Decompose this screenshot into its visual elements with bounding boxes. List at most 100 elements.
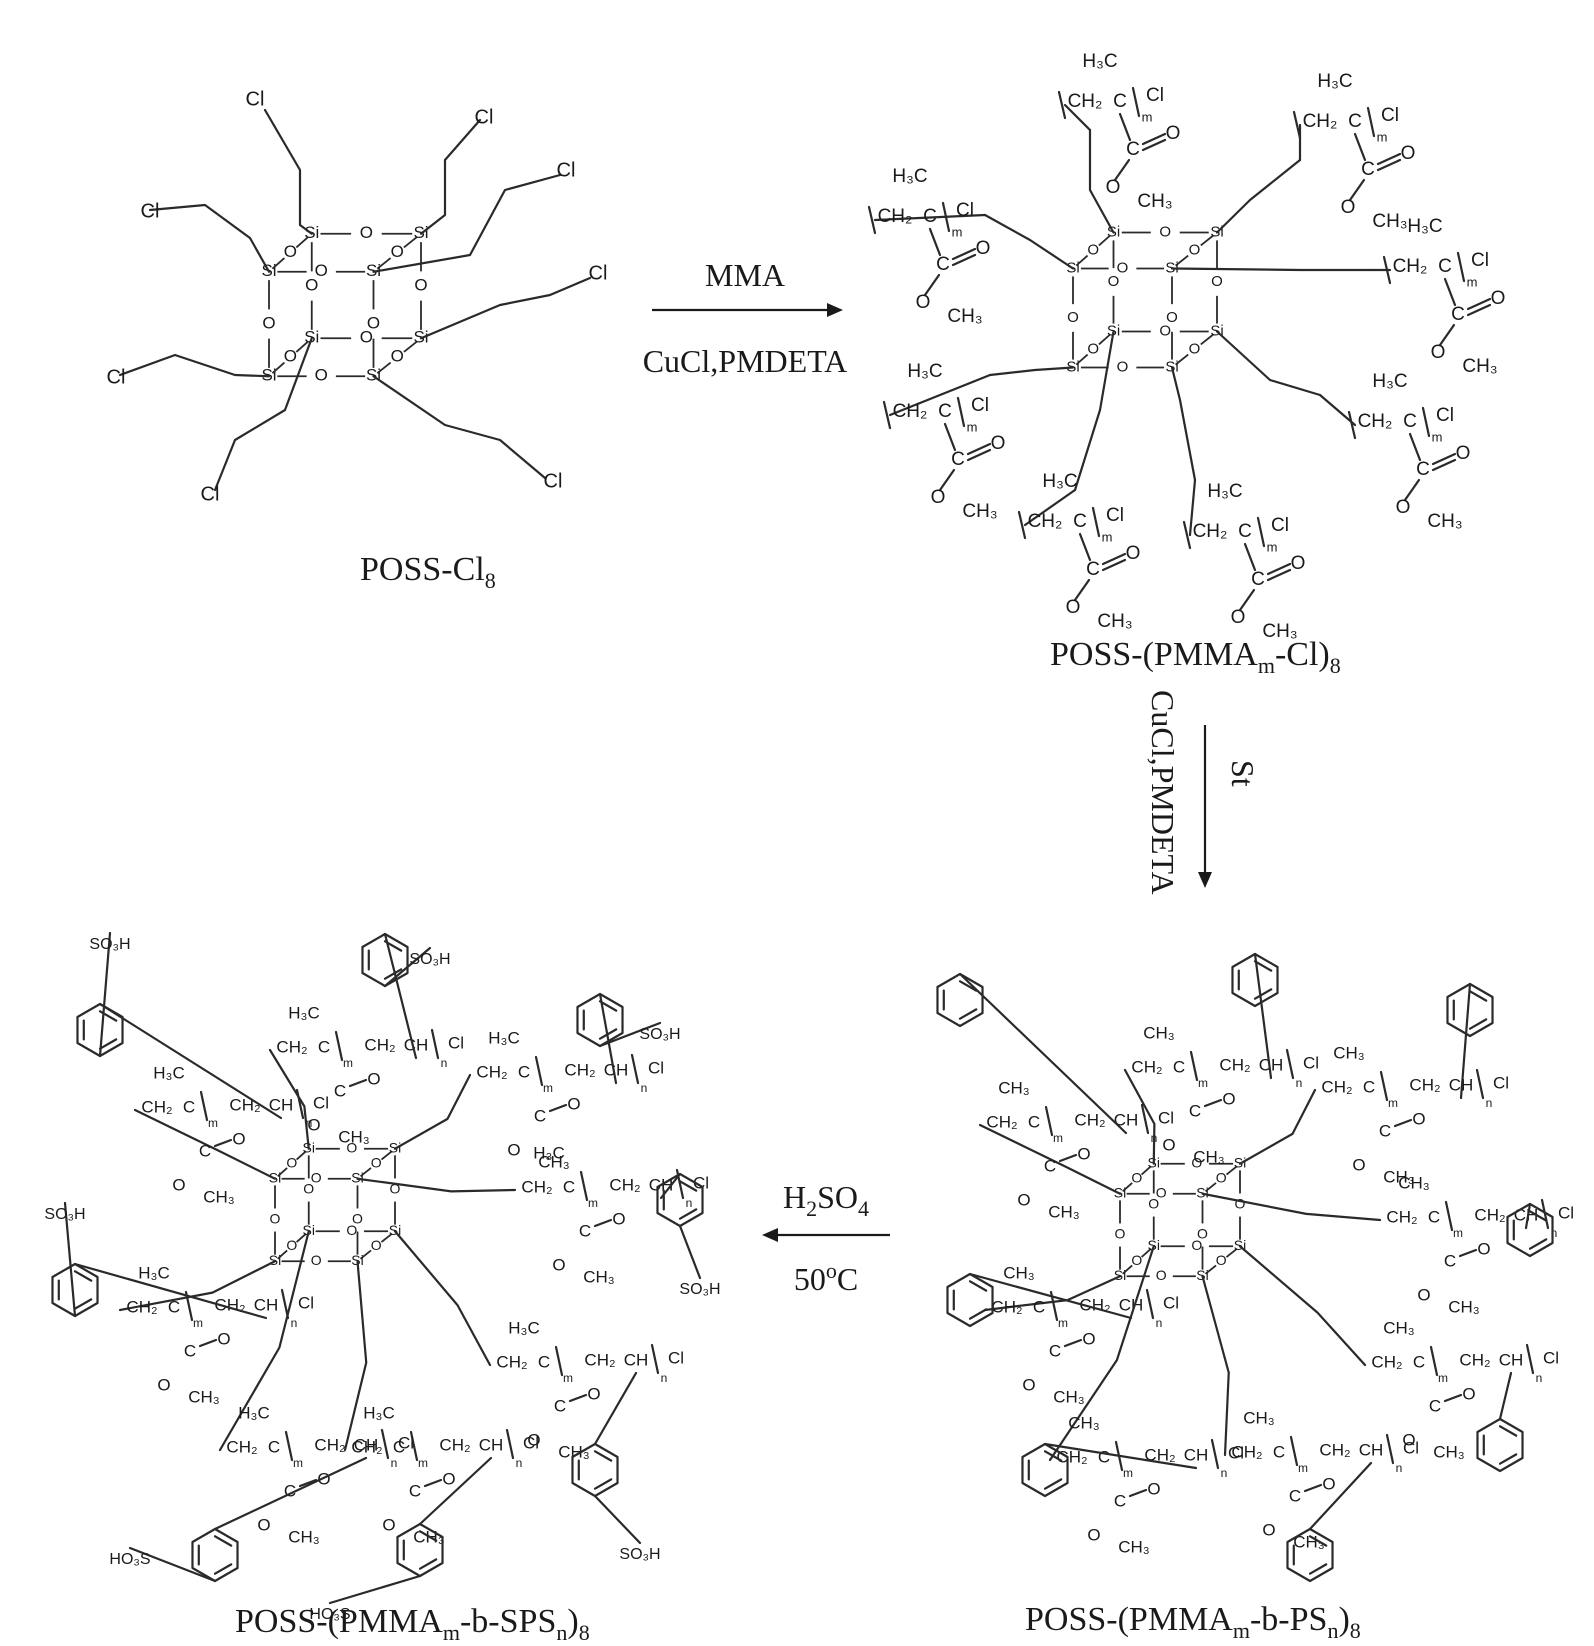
ester-oxygen: O [1262, 1520, 1275, 1539]
propyl-linker [978, 1123, 1122, 1195]
methylene-group: CH₂ [1068, 91, 1103, 112]
styrene-methine: CH [254, 1295, 279, 1314]
si-o-bond [277, 1167, 288, 1178]
styrene-methylene: CH₂ [564, 1060, 595, 1079]
chlorine-end-group: Cl [1403, 1438, 1419, 1457]
propyl-chain [419, 118, 482, 235]
chlorine-end-group: Cl [1381, 105, 1399, 126]
oxygen-atom: O [371, 1237, 382, 1253]
repeat-index-n: n [1296, 1076, 1303, 1090]
phenyl-bond [598, 992, 618, 1085]
methylene-group: CH₂ [991, 1297, 1022, 1316]
ring-bond [936, 972, 984, 1028]
methylene-group: CH₂ [476, 1062, 507, 1081]
chain-bond [1443, 277, 1457, 307]
step2-arrow [1198, 725, 1212, 888]
ring-bond [1231, 952, 1279, 1008]
oxygen-atom: O [1115, 1226, 1126, 1242]
ester-oxygen: O [1087, 1525, 1100, 1544]
repeat-bracket [295, 1088, 305, 1120]
step1-reagent-below: CuCl,PMDETA [643, 343, 848, 379]
oxygen-atom: O [360, 328, 373, 347]
phenyl-bond [418, 1456, 493, 1526]
phenyl-ring [936, 972, 984, 1028]
carbonyl-carbon: C [1379, 1121, 1391, 1140]
sulfophenyl-ring [361, 932, 409, 988]
oxygen-atom: O [315, 261, 328, 280]
oxygen-atom: O [311, 1252, 322, 1268]
repeat-bracket [630, 1053, 640, 1085]
carbonyl-carbon: C [1044, 1156, 1056, 1175]
silicon-atom: Si [1148, 1237, 1160, 1253]
repeat-bracket [1140, 1103, 1150, 1135]
chlorine-end-group: Cl [1471, 250, 1489, 271]
repeat-index-m: m [1142, 109, 1153, 124]
carbonyl-double-bond [1058, 1153, 1078, 1163]
phenyl-bond [968, 1272, 1133, 1320]
si-o-bond [295, 340, 309, 353]
phenyl-bond [593, 1371, 638, 1446]
styrene-methylene: CH₂ [1474, 1205, 1505, 1224]
chain-bond [1243, 542, 1257, 572]
ring-bond [946, 1272, 994, 1328]
ester-methyl: CH₃ [1262, 621, 1297, 642]
propyl-linker [393, 1230, 492, 1367]
oxygen-atom: O [1235, 1196, 1246, 1212]
methyl-group: H₃C [238, 1403, 269, 1422]
quaternary-carbon: C [1173, 1057, 1185, 1076]
ring-double-bond [1043, 1450, 1063, 1462]
repeat-bracket [1256, 516, 1266, 548]
propyl-chain [372, 375, 547, 480]
ester-oxygen: O [552, 1255, 565, 1274]
styrene-methylene: CH₂ [1319, 1440, 1350, 1459]
chain-bond [943, 422, 957, 452]
silicon-atom: Si [1114, 1184, 1126, 1200]
repeat-index-m: m [208, 1116, 218, 1130]
silicon-atom: Si [303, 1222, 315, 1238]
phenyl-bond [1498, 1371, 1513, 1421]
carbonyl-carbon: C [1251, 569, 1265, 590]
repeat-bracket [1366, 106, 1376, 138]
chain-bond [1078, 532, 1092, 562]
carbonyl-oxygen: O [1291, 553, 1306, 574]
styrene-methylene: CH₂ [314, 1435, 345, 1454]
carbonyl-double-bond [1266, 562, 1292, 576]
silicon-atom: Si [1196, 1184, 1208, 1200]
ester-oxygen: O [1341, 197, 1356, 218]
silicon-atom: Si [269, 1169, 281, 1185]
si-o-bond [1141, 1247, 1152, 1258]
ester-methyl: CH₃ [338, 1127, 369, 1146]
carbonyl-oxygen: O [317, 1469, 330, 1488]
ring-double-bond [418, 1558, 438, 1570]
ring-double-bond [1308, 1563, 1328, 1575]
propyl-linker [1073, 330, 1115, 492]
ester-oxygen: O [1231, 607, 1246, 628]
quaternary-carbon: C [268, 1437, 280, 1456]
carbonyl-double-bond [1458, 1248, 1478, 1258]
step3-reagent-below: 50oC [794, 1258, 858, 1297]
methyl-group: H₃C [907, 361, 942, 382]
oxygen-atom: O [262, 313, 275, 332]
carbonyl-oxygen: O [1166, 123, 1181, 144]
carbonyl-double-bond [593, 1218, 613, 1228]
chlorine-end-group: Cl [668, 1348, 684, 1367]
repeat-index-n: n [516, 1456, 523, 1470]
ring-bond [1286, 1527, 1334, 1583]
carbonyl-carbon: C [1361, 159, 1375, 180]
quaternary-carbon: C [1273, 1442, 1285, 1461]
ester-oxygen: O [1352, 1155, 1365, 1174]
methyl-group: H₃C [892, 166, 927, 187]
repeat-bracket [380, 1428, 390, 1460]
quaternary-carbon: C [563, 1177, 575, 1196]
chlorine-end-group: Cl [1493, 1073, 1509, 1092]
chlorine-atom: Cl [201, 483, 220, 505]
carbonyl-double-bond [1063, 1338, 1083, 1348]
carbonyl-oxygen: O [1401, 143, 1416, 164]
methyl-group: CH₃ [1243, 1408, 1274, 1427]
si-o-bond [359, 1249, 372, 1260]
ring-double-bond [213, 1563, 233, 1575]
oxygen-atom: O [391, 347, 404, 366]
chain-bond [888, 373, 992, 417]
